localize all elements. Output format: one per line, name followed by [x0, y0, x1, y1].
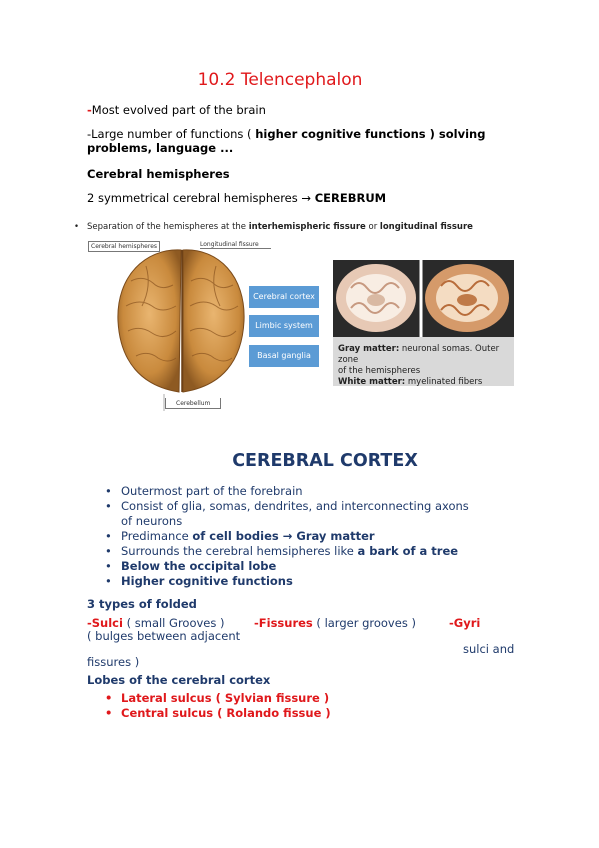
folded-heading: 3 types of folded [87, 597, 197, 611]
gyri-text-2: sulci and [463, 642, 515, 656]
hemispheres-line-pre: 2 symmetrical cerebral hemispheres → [87, 191, 315, 205]
lobes-list: Lateral sulcus ( Sylvian fissure ) Centr… [103, 691, 463, 721]
cortex-heading: CEREBRAL CORTEX [232, 451, 418, 471]
cortex-bullet: Higher cognitive functions [103, 574, 483, 589]
folded-gyri: -Gyri [449, 616, 480, 630]
cortex-bullet: Surrounds the cerebral hemsipheres like … [103, 544, 483, 559]
intro-line-2-bold: higher cognitive functions ) solving [255, 127, 486, 141]
label-cerebral-hemispheres: Cerebral hemispheres [88, 241, 161, 252]
lobes-item: Lateral sulcus ( Sylvian fissure ) [103, 691, 463, 706]
cortex-bullet-list: Outermost part of the forebrain Consist … [103, 484, 483, 589]
white-matter-label: White matter: [338, 377, 406, 387]
folded-sulci: -Sulci ( small Grooves ) [87, 616, 225, 630]
intro-line-2-cont: problems, language ... [87, 141, 234, 155]
page-title: 10.2 Telencephalon [197, 70, 363, 90]
gray-matter-label: Gray matter: [338, 344, 400, 354]
figure-bullet-mid: or [365, 222, 380, 232]
figure-bullet-dot: • [74, 222, 80, 232]
box-basal-ganglia: Basal ganglia [249, 345, 319, 367]
intro-line-2: -Large number of functions ( higher cogn… [87, 127, 507, 155]
box-cerebral-cortex: Cerebral cortex [249, 286, 319, 308]
sulci-text: ( small Grooves ) [122, 616, 225, 630]
gray-matter-line: Gray matter: neuronal somas. Outer zone [338, 344, 514, 366]
figure-bullet-pre: Separation of the hemispheres at the [87, 222, 249, 232]
intro-line-1-text: Most evolved part of the brain [91, 103, 266, 117]
cortex-bullet-text: Predimance [121, 529, 193, 543]
fissures-text: ( larger grooves ) [312, 616, 416, 630]
figure-bullet: • Separation of the hemispheres at the in… [74, 222, 473, 232]
cortex-bullet: Outermost part of the forebrain [103, 484, 483, 499]
label-longitudinal-fissure: Longitudinal fissure [200, 241, 271, 249]
gyri-text-3: fissures ) [87, 655, 140, 669]
cortex-bullet-text: Consist of glia, somas, dendrites, and i… [121, 499, 469, 528]
brain-sections-image [333, 260, 514, 337]
cortex-bullet: Below the occipital lobe [103, 559, 483, 574]
gyri-label: -Gyri [449, 616, 481, 630]
label-cerebellum: Cerebellum [165, 398, 221, 409]
figure-bullet-bold-1: interhemispheric fissure [248, 222, 366, 232]
hemispheres-line: 2 symmetrical cerebral hemispheres → CER… [87, 191, 386, 205]
brain-top-view-image [117, 249, 245, 411]
lobes-heading: Lobes of the cerebral cortex [87, 673, 271, 687]
cortex-bullet-bold: Higher cognitive functions [121, 574, 293, 588]
sulci-label: -Sulci [87, 616, 123, 630]
cortex-bullet: Predimance of cell bodies → Gray matter [103, 529, 483, 544]
fissures-label: -Fissures [254, 616, 313, 630]
cortex-bullet-bold: Below the occipital lobe [121, 559, 277, 573]
gray-white-matter-box: Gray matter: neuronal somas. Outer zone … [333, 337, 514, 388]
hemispheres-heading: Cerebral hemispheres [87, 167, 230, 181]
gyri-text-1: ( bulges between adjacent [87, 629, 241, 643]
gray-matter-text: neuronal somas. Outer zone [338, 344, 500, 365]
box-limbic-system: Limbic system [249, 315, 319, 337]
white-matter-text: myelinated fibers [405, 377, 483, 387]
intro-dash: - [87, 103, 92, 117]
gray-matter-line-2: of the hemispheres [338, 366, 421, 376]
folded-fissures: -Fissures ( larger grooves ) [254, 616, 416, 630]
lobes-item: Central sulcus ( Rolando fissue ) [103, 706, 463, 721]
cortex-bullet-text: Surrounds the cerebral hemsipheres like [121, 544, 358, 558]
intro-line-2-pre: -Large number of functions ( [87, 127, 256, 141]
cortex-bullet-text: Outermost part of the forebrain [121, 484, 303, 498]
cortex-bullet: Consist of glia, somas, dendrites, and i… [103, 499, 483, 529]
intro-line-1: -Most evolved part of the brain [87, 103, 266, 117]
figure-bullet-bold-2: longitudinal fissure [379, 222, 473, 232]
white-matter-line: White matter: myelinated fibers [338, 377, 514, 388]
hemispheres-line-bold: CEREBRUM [314, 191, 387, 205]
cortex-bullet-bold: of cell bodies → Gray matter [192, 529, 375, 543]
cortex-bullet-bold: a bark of a tree [357, 544, 459, 558]
